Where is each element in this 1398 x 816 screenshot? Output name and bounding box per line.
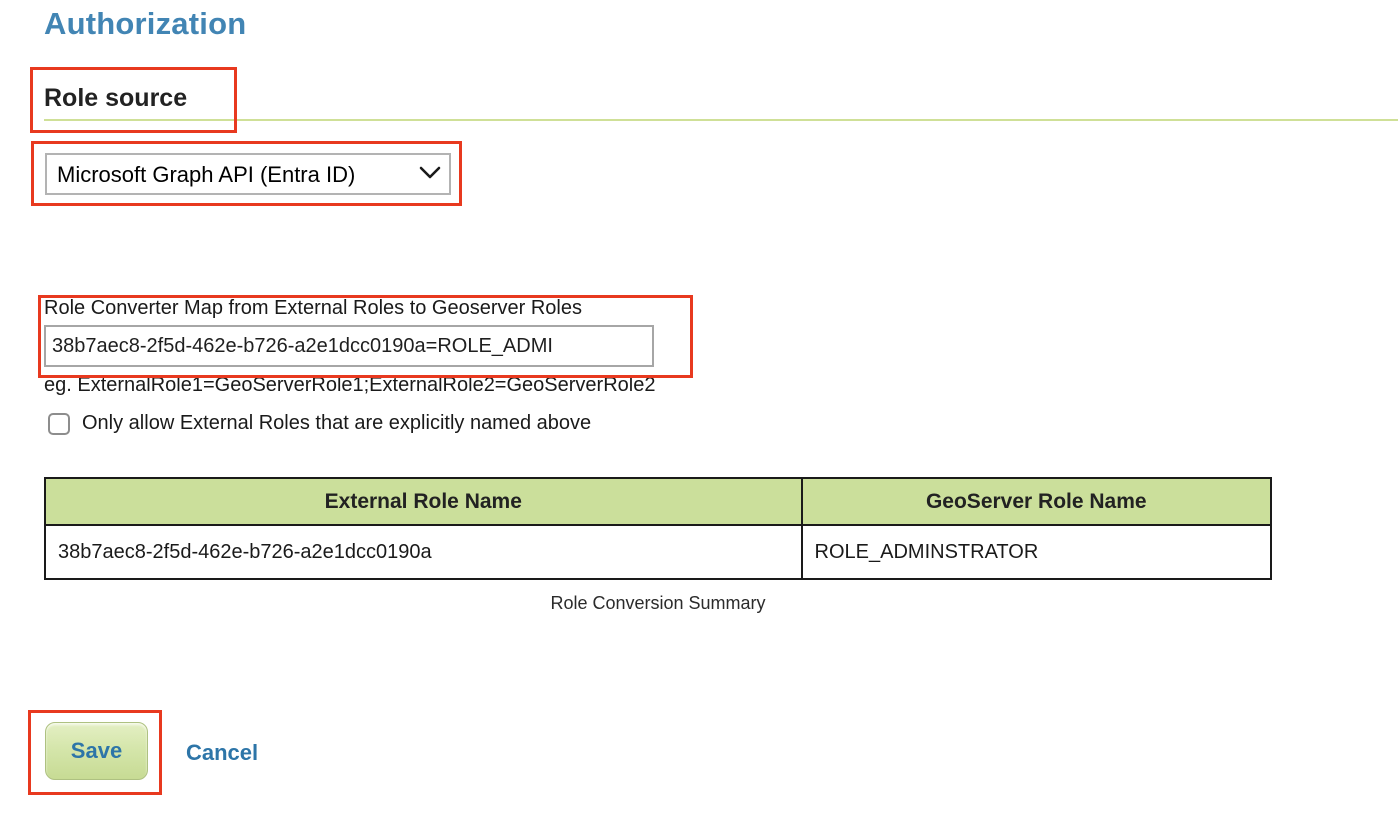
converter-map-label: Role Converter Map from External Roles t… <box>44 297 582 319</box>
save-button[interactable]: Save <box>45 722 148 780</box>
page-title: Authorization <box>44 6 247 41</box>
converter-map-input[interactable] <box>44 325 654 367</box>
role-source-heading: Role source <box>44 84 188 112</box>
table-row: 38b7aec8-2f5d-462e-b726-a2e1dcc0190a ROL… <box>44 524 1273 580</box>
column-header-geoserver-role: GeoServer Role Name <box>800 477 1273 526</box>
explicit-roles-checkbox[interactable] <box>48 412 70 435</box>
section-divider <box>44 119 1398 121</box>
role-source-select[interactable]: Microsoft Graph API (Entra ID) <box>45 153 451 195</box>
converter-map-hint: eg. ExternalRole1=GeoServerRole1;Externa… <box>44 374 656 396</box>
table-caption: Role Conversion Summary <box>550 593 766 613</box>
cell-external-role: 38b7aec8-2f5d-462e-b726-a2e1dcc0190a <box>44 524 803 580</box>
cancel-link[interactable]: Cancel <box>186 740 259 765</box>
role-source-select-wrap: Microsoft Graph API (Entra ID) <box>45 153 451 195</box>
role-conversion-table: External Role Name GeoServer Role Name 3… <box>44 477 1273 580</box>
table-header-row: External Role Name GeoServer Role Name <box>44 477 1273 526</box>
cell-geoserver-role: ROLE_ADMINSTRATOR <box>800 524 1273 580</box>
column-header-external-role: External Role Name <box>44 477 803 526</box>
explicit-roles-checkbox-row: Only allow External Roles that are expli… <box>48 412 591 435</box>
explicit-roles-checkbox-label: Only allow External Roles that are expli… <box>82 412 592 434</box>
